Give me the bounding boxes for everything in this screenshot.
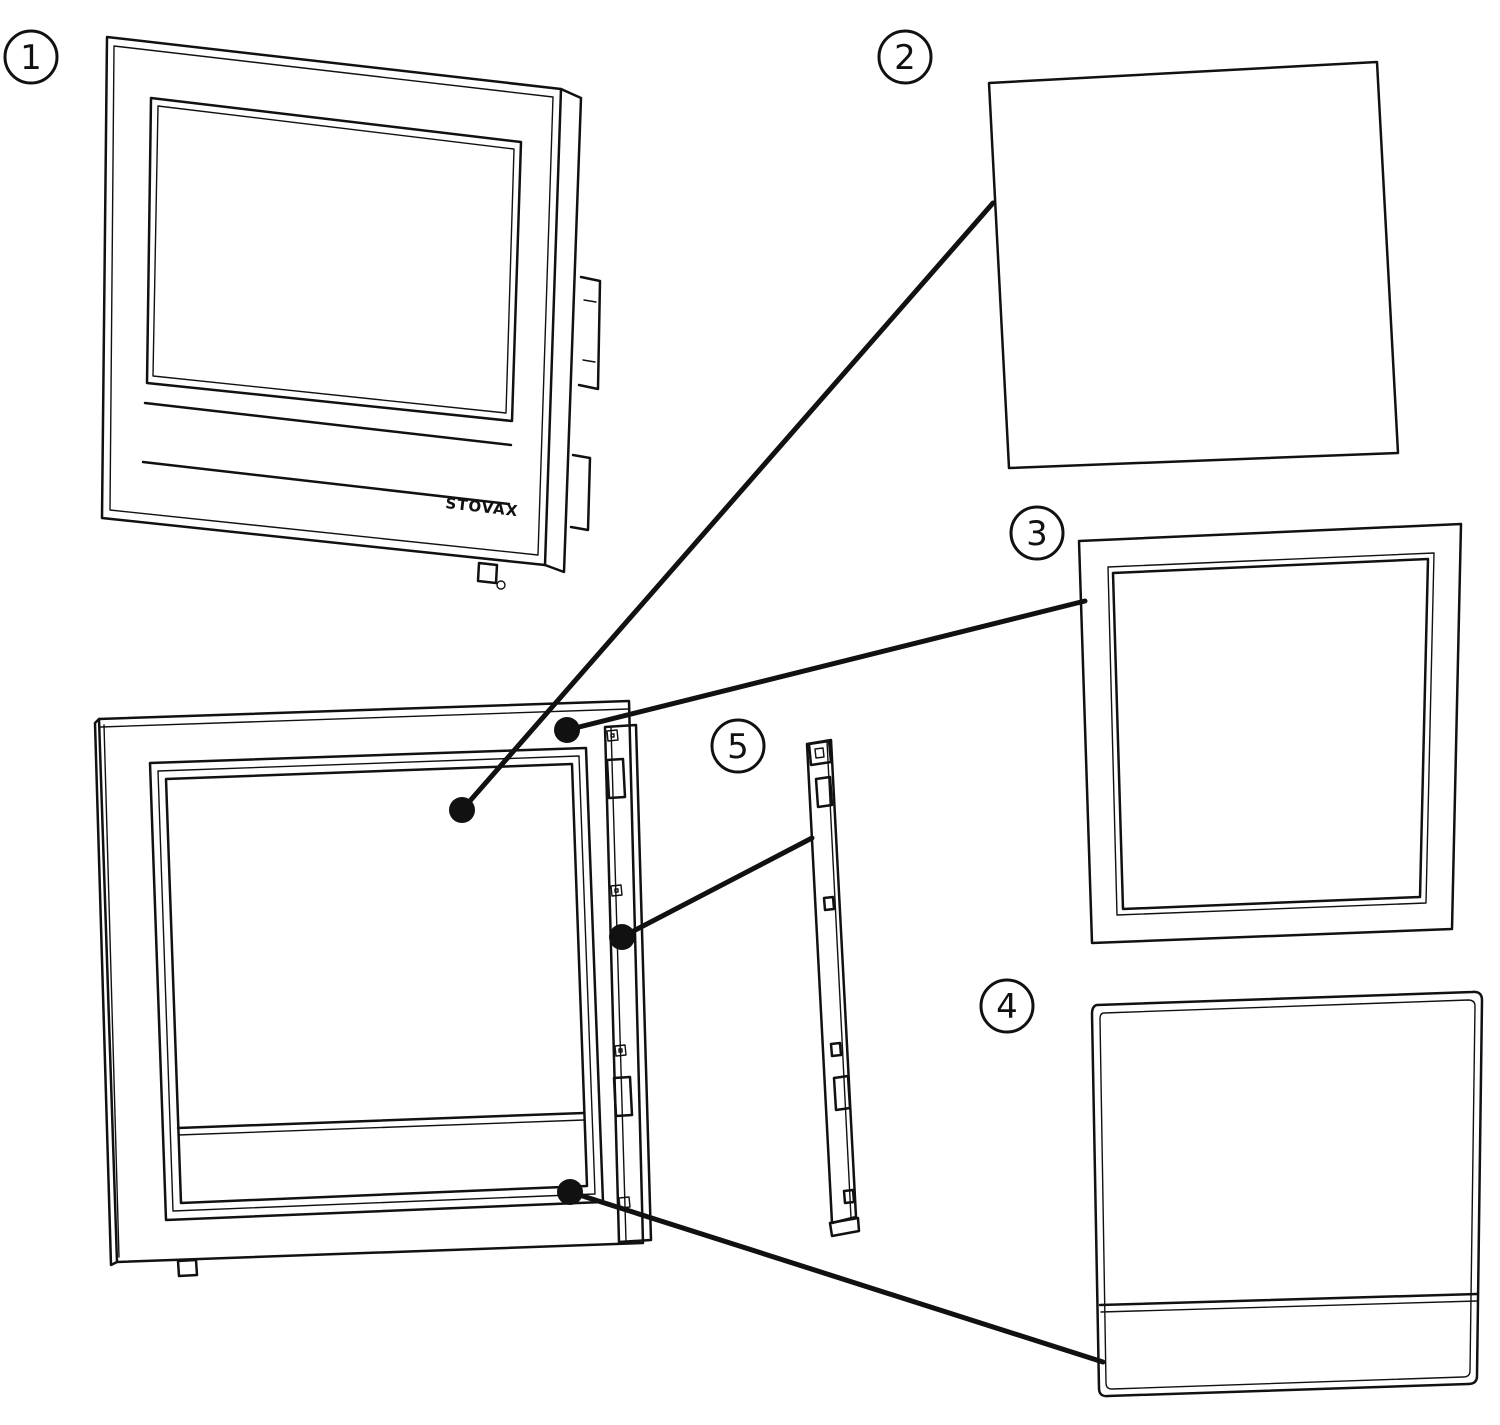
hinge-screw-2 [610,884,623,897]
door-glass-band-line-1 [176,1111,586,1130]
strip-top-tab [807,739,833,767]
glass-panel-outline [987,60,1400,470]
door-latch [476,561,499,585]
door-latch-pin [496,580,506,590]
door-hinge-bracket-upper [577,275,602,391]
strip-top-tab-hole [814,747,825,759]
part-door-assembly: STOVAX [100,35,602,590]
callout-4-circle [979,978,1035,1034]
leader-lines [449,200,1106,1365]
leader-to-glass-panel [459,200,996,813]
strip-hole-2 [829,1041,843,1058]
strip-outline [805,738,858,1225]
strip-slot-1 [814,775,834,809]
leader-dot-retaining-strip [609,924,635,950]
strip-ridge-line [826,740,852,1219]
strip-hole-1 [822,895,836,912]
hinge-screw-1 [606,729,619,742]
leader-to-front-glass [567,1189,1106,1365]
door-band-line-top [143,401,513,447]
callout-3-circle [1009,505,1065,561]
brand-logo-text: STOVAX [445,494,520,520]
part-retaining-strip [805,738,861,1238]
hinge-tab-upper [605,757,627,800]
leader-dot-front-glass [557,1179,583,1205]
gasket-frame-outer [148,746,605,1222]
door-window-inner [152,105,515,414]
door-front-outline [100,35,563,567]
leader-to-retaining-strip [619,835,815,940]
hinge-screw-3 [614,1044,627,1057]
door-front-bevel [109,45,554,556]
callout-5-label: 5 [727,727,749,767]
front-glass-outline [1090,990,1484,1398]
part-glass-panel [987,60,1400,470]
leader-dot-glass-panel [449,797,475,823]
door-glass-band-line-2 [177,1119,585,1136]
front-glass-band-line-2 [1100,1300,1478,1313]
callout-1: 1 [3,29,59,85]
hinge-edge-strip-line [610,726,627,1242]
callout-4-label: 4 [996,987,1018,1027]
inner-frame-mid [1107,552,1435,916]
door-hinge-bracket-lower [569,453,592,532]
strip-bottom-foot [828,1216,861,1238]
hinge-tab-lower [612,1075,634,1118]
open-door-left-thickness [93,717,119,1267]
callout-2: 2 [877,29,933,85]
open-door-outline [97,699,645,1264]
hinge-edge-strip [603,723,653,1244]
leader-to-inner-frame [564,598,1088,733]
gasket-frame-mid [157,755,596,1212]
door-window-outer [145,96,523,423]
callout-1-label: 1 [20,38,42,78]
part-inner-frame [1077,522,1463,945]
inner-frame-inner [1111,557,1430,911]
strip-slot-2 [832,1074,852,1112]
callout-3: 3 [1009,505,1065,561]
open-door-left-inner-line [103,724,120,1258]
open-door-top-inner-line [100,708,629,728]
callout-5-circle [710,718,766,774]
part-front-glass-with-band [1090,990,1484,1398]
door-bottom-tab [176,1258,199,1278]
callout-3-label: 3 [1026,514,1048,554]
callout-4: 4 [979,978,1035,1034]
door-side-face [543,87,583,574]
leader-dot-inner-frame [554,717,580,743]
open-door-body [93,699,653,1278]
inner-frame-outer [1077,522,1463,945]
front-glass-inner-edge [1099,999,1476,1390]
front-glass-band-line-1 [1098,1292,1479,1307]
callout-2-circle [877,29,933,85]
hinge-screw-4 [618,1196,631,1209]
callout-1-circle [3,29,59,85]
door-band-line-bottom [141,460,511,506]
callout-5: 5 [710,718,766,774]
callout-2-label: 2 [894,38,916,78]
strip-hole-3 [842,1188,856,1205]
gasket-frame-inner [164,762,589,1205]
door-hinge-bracket-upper-detail [582,299,597,363]
